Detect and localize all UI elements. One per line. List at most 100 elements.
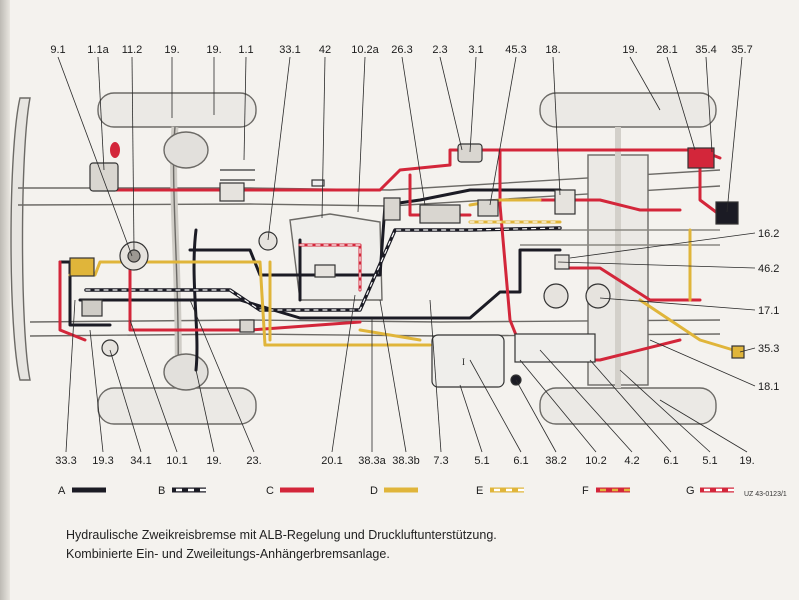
label-bottom-17: 19. bbox=[739, 455, 754, 467]
label-bottom-1: 19.3 bbox=[92, 455, 113, 467]
wheel-rear-right bbox=[539, 387, 717, 425]
leader-bottom-11 bbox=[469, 359, 522, 453]
leader-top-6 bbox=[267, 56, 291, 241]
label-bottom-4: 19. bbox=[206, 455, 221, 467]
vehicle-chassis bbox=[10, 92, 721, 425]
leader-top-11 bbox=[469, 56, 477, 153]
label-top-1: 1.1a bbox=[87, 44, 109, 56]
drawing-code: UZ 43-0123/1 bbox=[744, 491, 787, 498]
figure-caption: Hydraulische Zweikreisbremse mit ALB-Reg… bbox=[66, 526, 666, 564]
leader-bottom-14 bbox=[539, 349, 633, 453]
label-right-4: 18.1 bbox=[758, 381, 779, 393]
relay-valve bbox=[543, 283, 569, 309]
label-top-3: 19. bbox=[164, 44, 179, 56]
label-bottom-16: 5.1 bbox=[702, 455, 717, 467]
label-top-0: 9.1 bbox=[50, 44, 65, 56]
wheel-rear-left bbox=[539, 92, 717, 128]
leader-top-0 bbox=[57, 56, 133, 257]
label-top-13: 18. bbox=[545, 44, 560, 56]
air-reservoir bbox=[431, 334, 505, 388]
legend-key-f: F bbox=[582, 485, 589, 497]
leader-bottom-9 bbox=[429, 299, 442, 453]
label-top-8: 10.2a bbox=[351, 44, 379, 56]
leader-top-17 bbox=[726, 56, 743, 213]
leader-top-8 bbox=[357, 56, 366, 213]
label-bottom-11: 6.1 bbox=[513, 455, 528, 467]
brake-lines bbox=[58, 148, 742, 372]
leader-bottom-3 bbox=[129, 319, 178, 453]
unit-33-1 bbox=[258, 231, 278, 251]
legend-key-c: C bbox=[266, 485, 274, 497]
label-top-6: 33.1 bbox=[279, 44, 300, 56]
leader-right-2 bbox=[599, 297, 756, 311]
reservoir-small bbox=[514, 333, 596, 363]
leader-bottom-12 bbox=[515, 379, 557, 453]
leader-bottom-4 bbox=[195, 369, 215, 453]
page-binding-edge bbox=[0, 0, 10, 600]
reservoir-label: I bbox=[462, 357, 465, 367]
leader-right-3 bbox=[739, 347, 756, 353]
label-top-17: 35.7 bbox=[731, 44, 752, 56]
leader-bottom-6 bbox=[331, 294, 356, 453]
caption-line-2: Kombinierte Ein- und Zweileitungs-Anhäng… bbox=[66, 547, 390, 561]
label-bottom-15: 6.1 bbox=[663, 455, 678, 467]
leader-bottom-0 bbox=[65, 299, 76, 453]
leader-bottom-10 bbox=[459, 384, 483, 453]
leader-top-1 bbox=[97, 56, 105, 171]
leader-right-4 bbox=[649, 339, 756, 387]
load-valve bbox=[554, 189, 576, 215]
label-bottom-3: 10.1 bbox=[166, 455, 187, 467]
label-bottom-6: 20.1 bbox=[321, 455, 342, 467]
legend-key-g: G bbox=[686, 485, 695, 497]
leader-bottom-2 bbox=[109, 349, 142, 453]
label-bottom-0: 33.3 bbox=[55, 455, 76, 467]
label-bottom-10: 5.1 bbox=[474, 455, 489, 467]
leader-lines bbox=[57, 56, 756, 453]
leader-right-1 bbox=[557, 261, 756, 269]
label-top-4: 19. bbox=[206, 44, 221, 56]
leader-top-14 bbox=[629, 56, 661, 111]
leader-top-7 bbox=[321, 56, 326, 219]
legend-key-e: E bbox=[476, 485, 483, 497]
legend-key-a: A bbox=[58, 485, 66, 497]
label-top-10: 2.3 bbox=[432, 44, 447, 56]
caption-line-1: Hydraulische Zweikreisbremse mit ALB-Reg… bbox=[66, 528, 497, 542]
label-right-3: 35.3 bbox=[758, 343, 779, 355]
leader-top-13 bbox=[552, 56, 561, 196]
label-bottom-12: 38.2 bbox=[545, 455, 566, 467]
label-top-14: 19. bbox=[622, 44, 637, 56]
pressure-gauge bbox=[101, 339, 119, 357]
air-dryer bbox=[457, 143, 483, 163]
label-bottom-5: 23. bbox=[246, 455, 261, 467]
trailer-control-valve bbox=[715, 201, 739, 225]
label-top-15: 28.1 bbox=[656, 44, 677, 56]
label-right-1: 46.2 bbox=[758, 263, 779, 275]
line-legend: A B C D E F G bbox=[58, 485, 734, 497]
leader-top-16 bbox=[705, 56, 713, 153]
coupling-head-red bbox=[687, 147, 715, 169]
label-bottom-7: 38.3a bbox=[358, 455, 386, 467]
legend-key-b: B bbox=[158, 485, 165, 497]
leader-top-12 bbox=[489, 56, 517, 206]
leader-bottom-5 bbox=[189, 299, 255, 453]
leader-bottom-1 bbox=[89, 329, 104, 453]
label-bottom-9: 7.3 bbox=[433, 455, 448, 467]
master-cylinder bbox=[69, 257, 95, 277]
wheel-front-left bbox=[97, 92, 257, 128]
label-top-11: 3.1 bbox=[468, 44, 483, 56]
label-top-2: 11.2 bbox=[122, 44, 143, 56]
label-bottom-8: 38.3b bbox=[392, 455, 420, 467]
label-top-12: 45.3 bbox=[505, 44, 526, 56]
leader-right-0 bbox=[569, 232, 756, 259]
wheel-front-right bbox=[97, 387, 257, 425]
label-top-5: 1.1 bbox=[238, 44, 253, 56]
label-right-0: 16.2 bbox=[758, 228, 779, 240]
leader-top-15 bbox=[666, 56, 696, 151]
label-bottom-13: 10.2 bbox=[585, 455, 606, 467]
legend-key-d: D bbox=[370, 485, 378, 497]
four-circuit-valve bbox=[419, 204, 461, 224]
leader-top-9 bbox=[401, 56, 426, 206]
brake-components bbox=[69, 142, 745, 388]
leader-top-5 bbox=[243, 56, 247, 161]
